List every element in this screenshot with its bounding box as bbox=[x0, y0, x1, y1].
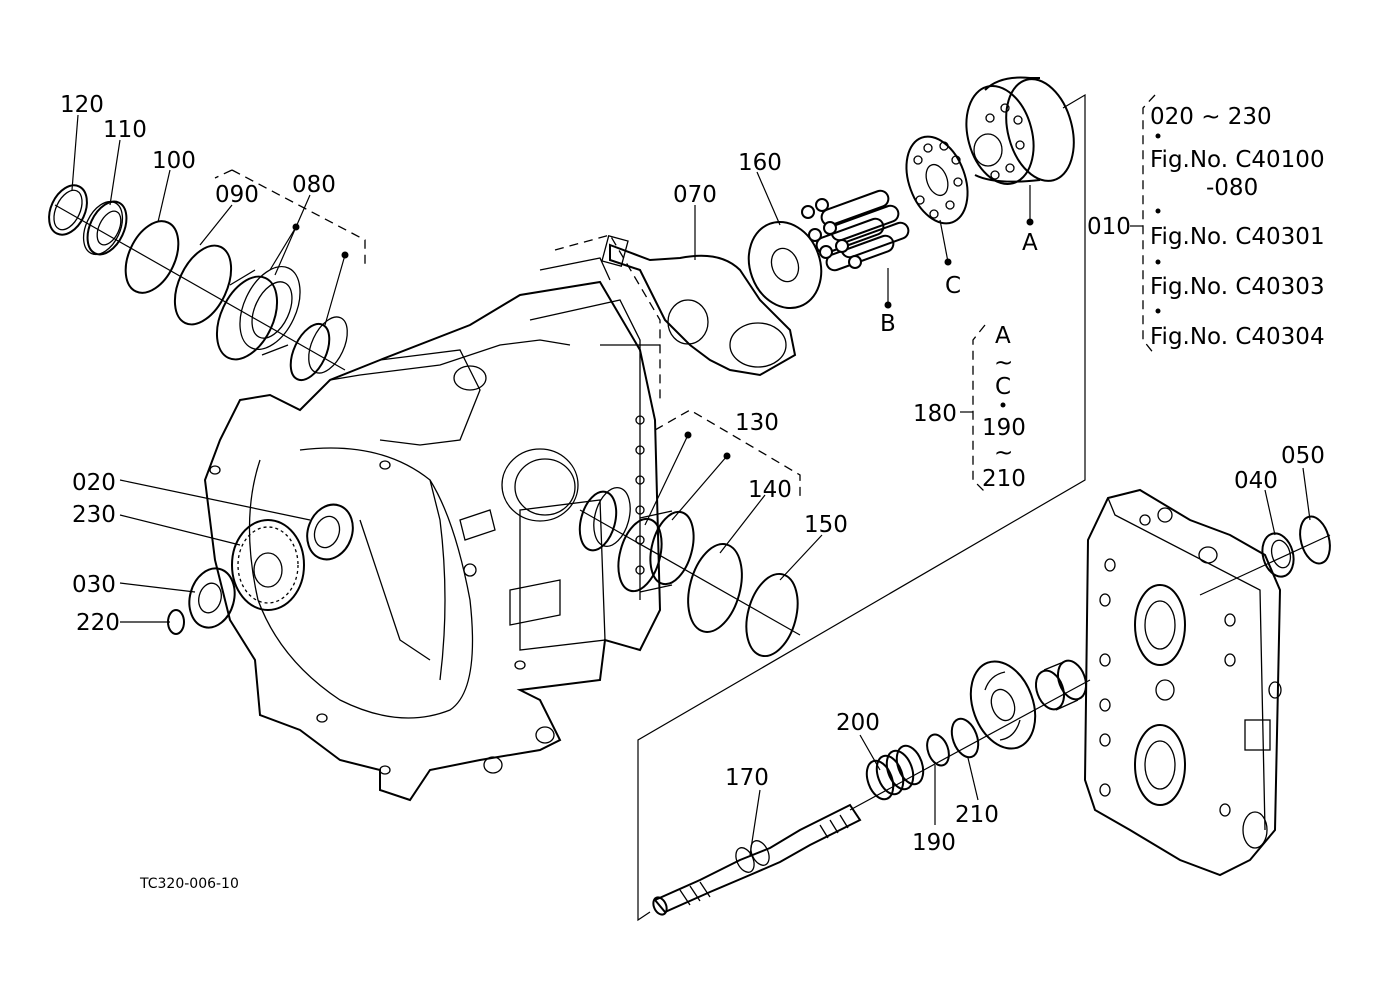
group-180-line2: ~ bbox=[994, 350, 1013, 376]
group-010-range: 020 ~ 230 bbox=[1150, 104, 1272, 130]
callout-C: C bbox=[945, 273, 961, 299]
group-010-bracket: 010 020 ~ 230 Fig.No. C40100 -080 Fig.No… bbox=[1087, 94, 1325, 356]
callout-labels: 120 110 100 090 080 070 160 130 140 150 … bbox=[60, 92, 1325, 856]
callout-150: 150 bbox=[804, 512, 848, 538]
part-170-shaft bbox=[652, 803, 862, 916]
part-130-bushing bbox=[578, 487, 631, 552]
assembly-boundary-line bbox=[637, 93, 1086, 922]
transmission-housing bbox=[203, 234, 662, 802]
group-010-ref2: Fig.No. C40301 bbox=[1150, 224, 1325, 250]
part-190-washer bbox=[926, 733, 950, 767]
cover-plate bbox=[1083, 488, 1282, 877]
group-180-line1: A bbox=[995, 323, 1011, 349]
callout-100: 100 bbox=[152, 148, 196, 174]
group-180-line3: C bbox=[995, 374, 1011, 400]
callout-160: 160 bbox=[738, 150, 782, 176]
callout-220: 220 bbox=[76, 610, 120, 636]
group-010-ref3: Fig.No. C40303 bbox=[1150, 274, 1325, 300]
group-180-line5: ~ bbox=[994, 440, 1013, 466]
part-030-bearing bbox=[188, 567, 236, 629]
part-100-snap-ring bbox=[124, 220, 180, 294]
callout-A: A bbox=[1022, 230, 1038, 256]
group-080-bracket-end bbox=[214, 169, 233, 179]
group-180-line6: 210 bbox=[982, 466, 1026, 492]
part-160-plate bbox=[747, 220, 823, 310]
leader-lines bbox=[71, 114, 1311, 856]
callout-B: B bbox=[880, 311, 896, 337]
callout-080: 080 bbox=[292, 172, 336, 198]
assembly-axis-line-left bbox=[54, 204, 346, 371]
part-120-snap-ring bbox=[48, 184, 88, 236]
group-130-bracket bbox=[654, 409, 801, 500]
part-bearing-needle bbox=[1034, 659, 1088, 711]
callout-120: 120 bbox=[60, 92, 104, 118]
part-B-pistons bbox=[801, 189, 910, 272]
group-180-line4: 190 bbox=[982, 415, 1026, 441]
part-130-bearing-housing bbox=[617, 510, 695, 593]
callout-200: 200 bbox=[836, 710, 880, 736]
callout-010: 010 bbox=[1087, 214, 1131, 240]
callout-180: 180 bbox=[913, 401, 957, 427]
part-090-o-ring bbox=[173, 244, 233, 326]
callout-110: 110 bbox=[103, 117, 147, 143]
group-180-bracket: 180 A ~ C 190 ~ 210 bbox=[913, 323, 1026, 493]
assembly-axis-line-130 bbox=[579, 509, 801, 636]
callout-140: 140 bbox=[748, 477, 792, 503]
part-110-oil-seal bbox=[82, 200, 128, 256]
part-070-swashplate bbox=[600, 235, 797, 377]
part-200-spring bbox=[865, 744, 925, 801]
callout-090: 090 bbox=[215, 182, 259, 208]
group-010-ref1: Fig.No. C40100 bbox=[1150, 147, 1325, 173]
group-080-bracket bbox=[231, 169, 366, 265]
callout-230: 230 bbox=[72, 502, 116, 528]
group-010-ref1b: -080 bbox=[1206, 175, 1258, 201]
part-220-circlip bbox=[167, 609, 185, 635]
callout-020: 020 bbox=[72, 470, 116, 496]
assembly-axis-line-shaft bbox=[849, 679, 1091, 811]
part-230-gear bbox=[231, 519, 305, 611]
part-A-cylinder-block bbox=[965, 76, 1075, 186]
figure-code: TC320-006-10 bbox=[139, 876, 239, 892]
part-210-snap-ring bbox=[950, 717, 980, 759]
part-080-bearing-housing bbox=[215, 265, 301, 361]
part-020-bearing bbox=[306, 503, 354, 561]
part-040-oil-seal bbox=[1261, 532, 1295, 578]
callout-210: 210 bbox=[955, 802, 999, 828]
callout-050: 050 bbox=[1281, 443, 1325, 469]
callout-030: 030 bbox=[72, 572, 116, 598]
callout-170: 170 bbox=[725, 765, 769, 791]
callout-190: 190 bbox=[912, 830, 956, 856]
part-140-o-ring bbox=[687, 543, 743, 633]
part-050-snap-ring bbox=[1299, 515, 1331, 565]
callout-040: 040 bbox=[1234, 468, 1278, 494]
callout-070: 070 bbox=[673, 182, 717, 208]
part-valve-plate bbox=[969, 660, 1037, 750]
part-C-retainer-plate bbox=[905, 135, 969, 225]
part-150-snap-ring bbox=[745, 572, 799, 658]
group-010-ref4: Fig.No. C40304 bbox=[1150, 324, 1325, 350]
assembly-axis-line-right bbox=[1199, 534, 1331, 596]
callout-130: 130 bbox=[735, 410, 779, 436]
